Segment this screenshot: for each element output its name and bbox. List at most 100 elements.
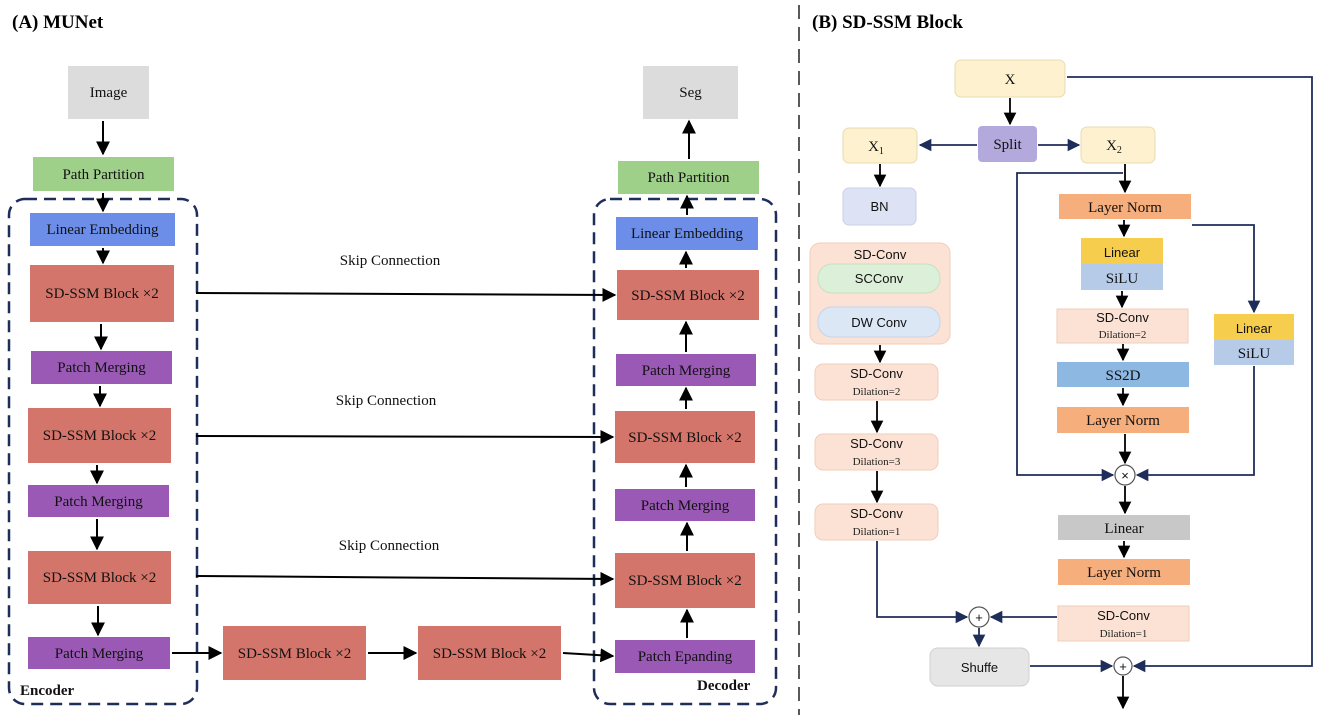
layer-norm-box-1 bbox=[1059, 194, 1191, 219]
skip-connection-label-1: Skip Connection bbox=[340, 253, 441, 269]
dwconv-box bbox=[817, 306, 941, 338]
encoder-arrows bbox=[90, 121, 615, 663]
skip-connection-label-3: Skip Connection bbox=[339, 538, 440, 554]
left-sdconv-2-label: SD-Conv bbox=[850, 436, 903, 451]
left-sdconv-box-2 bbox=[814, 433, 939, 471]
skip-connection-label-2: Skip Connection bbox=[336, 393, 437, 409]
left-sdconv-1-dilation: Dilation=2 bbox=[853, 386, 901, 398]
decoder-linear-embedding-box bbox=[616, 217, 758, 250]
layer-norm-3-label: Layer Norm bbox=[1087, 565, 1161, 581]
decoder-patch-expanding-label: Patch Epanding bbox=[638, 649, 733, 665]
encoder-patch-merging-1 bbox=[31, 351, 172, 384]
linear-gray-box bbox=[1058, 515, 1190, 540]
decoder-sdssm-block-2-label: SD-SSM Block ×2 bbox=[628, 430, 741, 446]
shuffle-box bbox=[929, 647, 1030, 687]
encoder-linear-embedding-label: Linear Embedding bbox=[46, 222, 159, 238]
left-sdconv-3-dilation: Dilation=1 bbox=[853, 526, 901, 538]
x1-label: X1 bbox=[868, 139, 884, 157]
right-sdconv-label: SD-Conv bbox=[1096, 310, 1149, 325]
decoder-sdssm-block-1-label: SD-SSM Block ×2 bbox=[631, 288, 744, 304]
decoder-label: Decoder bbox=[697, 678, 751, 694]
left-sdconv-box-3 bbox=[814, 503, 939, 541]
encoder-path-partition-box bbox=[33, 157, 174, 191]
silu-2-label: SiLU bbox=[1238, 346, 1271, 362]
skip-connection-arrows bbox=[195, 287, 617, 586]
decoder-patch-merging-2-label: Patch Merging bbox=[641, 498, 730, 514]
ss2d-box bbox=[1057, 362, 1189, 387]
left-sdconv-box-1 bbox=[814, 363, 939, 401]
decoder-patch-merging-2 bbox=[615, 489, 755, 521]
x1-box bbox=[842, 127, 918, 164]
bottom-sdconv-box bbox=[1057, 605, 1190, 642]
bottleneck-sdssm-block-1 bbox=[223, 626, 366, 680]
decoder-path-partition-box bbox=[618, 161, 759, 194]
image-input-box bbox=[68, 66, 149, 119]
image-input-label: Image bbox=[90, 85, 128, 101]
layer-norm-box-3 bbox=[1058, 559, 1190, 585]
add-node-2 bbox=[1113, 656, 1133, 676]
multiply-symbol: × bbox=[1121, 468, 1129, 483]
encoder-path-partition-label: Path Partition bbox=[62, 167, 145, 183]
decoder-patch-merging-1 bbox=[616, 354, 756, 386]
silu-box-1 bbox=[1081, 264, 1163, 290]
encoder-sdssm-block-2 bbox=[28, 408, 171, 463]
split-label: Split bbox=[993, 137, 1022, 153]
encoder-patch-merging-3-label: Patch Merging bbox=[55, 646, 144, 662]
right-sdconv-box bbox=[1056, 308, 1189, 344]
shuffle-label: Shuffe bbox=[961, 660, 998, 675]
silu-1-label: SiLU bbox=[1106, 271, 1139, 287]
decoder-sdssm-block-3 bbox=[615, 553, 755, 608]
panel-a-title: (A) MUNet bbox=[12, 12, 104, 33]
decoder-sdssm-block-2 bbox=[615, 411, 755, 463]
multiply-node bbox=[1114, 464, 1136, 486]
panel-b-navy-arrows bbox=[876, 76, 1313, 673]
encoder-patch-merging-2 bbox=[28, 485, 169, 517]
split-box bbox=[978, 126, 1037, 162]
decoder-patch-expanding bbox=[615, 640, 755, 673]
decoder-arrows bbox=[679, 119, 696, 638]
ss2d-label: SS2D bbox=[1105, 368, 1140, 384]
layer-norm-2-label: Layer Norm bbox=[1086, 413, 1160, 429]
linear-box-2 bbox=[1214, 314, 1294, 340]
encoder-sdssm-block-3-label: SD-SSM Block ×2 bbox=[43, 570, 156, 586]
linear-1-label: Linear bbox=[1104, 245, 1141, 260]
decoder-container bbox=[592, 197, 778, 706]
encoder-sdssm-block-1-label: SD-SSM Block ×2 bbox=[45, 286, 158, 302]
encoder-sdssm-block-2-label: SD-SSM Block ×2 bbox=[43, 428, 156, 444]
seg-output-box bbox=[643, 66, 738, 119]
decoder-patch-merging-1-label: Patch Merging bbox=[642, 363, 731, 379]
encoder-patch-merging-3 bbox=[28, 637, 170, 669]
bottleneck-sdssm-block-2-label: SD-SSM Block ×2 bbox=[433, 646, 546, 662]
x2-box bbox=[1080, 126, 1156, 164]
panel-b: (B) SD-SSM Block X Split X1 X2 BN SD-Con… bbox=[809, 12, 1313, 710]
x2-label: X2 bbox=[1106, 138, 1122, 156]
encoder-patch-merging-2-label: Patch Merging bbox=[54, 494, 143, 510]
decoder-path-partition-label: Path Partition bbox=[647, 170, 730, 186]
input-x-box bbox=[954, 59, 1066, 98]
scconv-label: SCConv bbox=[855, 271, 904, 286]
input-x-label: X bbox=[1005, 72, 1016, 88]
panel-b-black-arrows bbox=[870, 98, 1132, 710]
bottom-sdconv-label: SD-Conv bbox=[1097, 608, 1150, 623]
add-symbol-2: + bbox=[1119, 659, 1127, 674]
decoder-linear-embedding-label: Linear Embedding bbox=[631, 226, 744, 242]
bottleneck-sdssm-block-1-label: SD-SSM Block ×2 bbox=[238, 646, 351, 662]
dwconv-label: DW Conv bbox=[851, 315, 907, 330]
linear-2-label: Linear bbox=[1236, 321, 1273, 336]
encoder-linear-embedding-box bbox=[30, 213, 175, 246]
bn-label: BN bbox=[870, 199, 888, 214]
bottleneck-sdssm-block-2 bbox=[418, 626, 561, 680]
left-sdconv-3-label: SD-Conv bbox=[850, 506, 903, 521]
add-node-1 bbox=[968, 606, 990, 628]
layer-norm-box-2 bbox=[1057, 407, 1189, 433]
bottom-sdconv-dilation: Dilation=1 bbox=[1100, 628, 1148, 640]
linear-box-1 bbox=[1081, 238, 1163, 264]
decoder-sdssm-block-1 bbox=[617, 270, 759, 320]
layer-norm-1-label: Layer Norm bbox=[1088, 200, 1162, 216]
linear-gray-label: Linear bbox=[1104, 521, 1143, 537]
left-sdconv-1-label: SD-Conv bbox=[850, 366, 903, 381]
panel-b-title: (B) SD-SSM Block bbox=[812, 12, 963, 33]
encoder-patch-merging-1-label: Patch Merging bbox=[57, 360, 146, 376]
left-sdconv-2-dilation: Dilation=3 bbox=[853, 456, 901, 468]
decoder-sdssm-block-3-label: SD-SSM Block ×2 bbox=[628, 573, 741, 589]
